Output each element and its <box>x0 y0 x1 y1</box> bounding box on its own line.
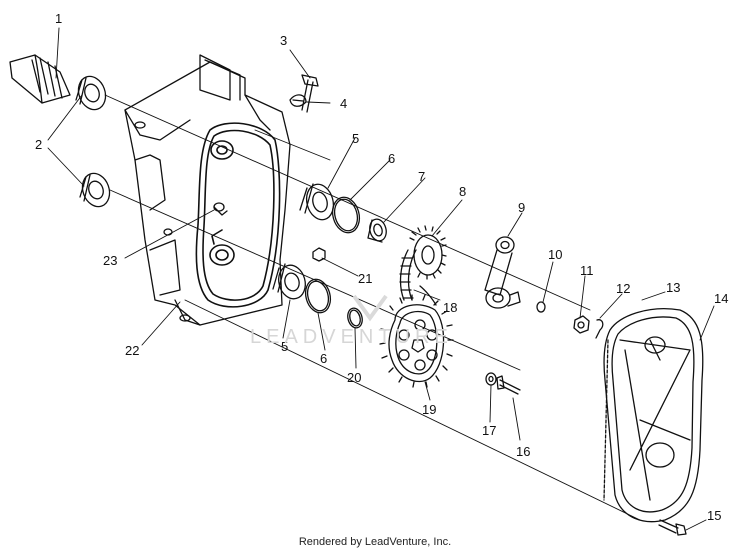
callout-6-upper: 6 <box>388 151 395 166</box>
callout-3: 3 <box>280 33 287 48</box>
lower-sprocket <box>379 294 454 388</box>
callout-9: 9 <box>518 200 525 215</box>
callout-15: 15 <box>707 508 721 523</box>
spacer-bushing <box>367 218 387 243</box>
o-ring-upper <box>331 196 361 234</box>
callout-14: 14 <box>714 291 728 306</box>
callout-16: 16 <box>516 444 530 459</box>
cover-screw <box>658 519 687 536</box>
callout-22: 22 <box>125 343 139 358</box>
small-nut <box>312 247 326 262</box>
render-credit: Rendered by LeadVenture, Inc. <box>298 536 452 548</box>
watermark-logo <box>352 294 388 322</box>
callout-5-upper: 5 <box>352 131 359 146</box>
callout-12: 12 <box>616 281 630 296</box>
bearing-upper <box>299 183 335 221</box>
shaft-seal-upper <box>75 75 107 111</box>
callout-17: 17 <box>482 423 496 438</box>
callout-10: 10 <box>548 247 562 262</box>
cover-bolt <box>496 375 521 395</box>
cover-washer <box>485 372 497 386</box>
chaincase-cover <box>603 308 704 523</box>
callout-leader-lines <box>47 27 715 531</box>
lock-nut <box>573 315 590 334</box>
callout-7: 7 <box>418 169 425 184</box>
chaincase-housing <box>124 54 291 326</box>
chain-tensioner-arm <box>484 236 521 309</box>
callout-21: 21 <box>358 271 372 286</box>
cotter-pin <box>595 319 604 339</box>
bearing-lower <box>272 263 306 300</box>
callout-8: 8 <box>459 184 466 199</box>
o-ring-lower <box>304 278 332 314</box>
callout-2: 2 <box>35 137 42 152</box>
spring-washer <box>289 94 307 107</box>
input-shaft <box>9 54 71 104</box>
tension-bolt <box>301 74 319 113</box>
callout-4: 4 <box>340 96 347 111</box>
chaincase-gasket <box>195 122 281 308</box>
callout-5-lower: 5 <box>281 339 288 354</box>
callout-18: 18 <box>443 300 457 315</box>
callout-1: 1 <box>55 11 62 26</box>
callout-20: 20 <box>347 370 361 385</box>
retaining-ring <box>347 307 363 329</box>
callout-19: 19 <box>422 402 436 417</box>
housing-stud <box>213 202 228 216</box>
callout-labels: 1 2 3 4 5 6 7 8 9 10 11 12 13 14 15 16 1… <box>35 11 728 523</box>
watermark-text: LEADVENTURE <box>250 326 453 348</box>
flat-washer <box>536 301 546 313</box>
callout-23: 23 <box>103 253 117 268</box>
callout-6-lower: 6 <box>320 351 327 366</box>
shaft-seal-lower <box>79 172 111 208</box>
callout-13: 13 <box>666 280 680 295</box>
callout-11: 11 <box>580 263 594 278</box>
